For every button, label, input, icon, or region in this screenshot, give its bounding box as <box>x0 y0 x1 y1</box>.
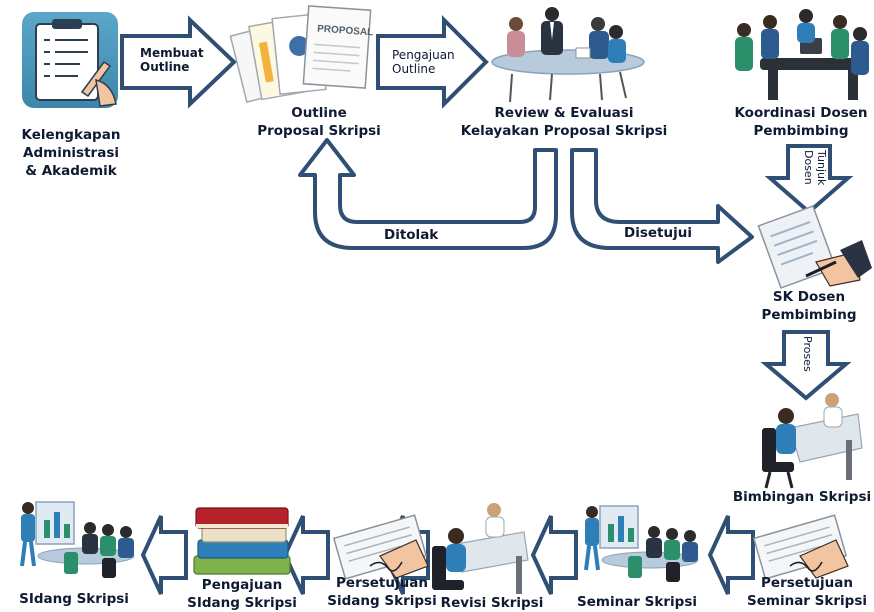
edge-label-membuat-line2: Outline <box>140 60 190 74</box>
signing-document-icon <box>757 205 872 289</box>
label-bimbingan: Bimbingan Skripsi <box>730 488 874 506</box>
edge-label-membuat: Membuat Outline <box>140 46 204 74</box>
label-bimbingan-line1: Bimbingan Skripsi <box>732 489 872 505</box>
presentation-icon-2 <box>20 501 135 578</box>
label-outline: Outline Proposal Skripsi <box>244 104 394 140</box>
signature-icon <box>752 514 849 580</box>
edge-label-pengajuan-line2: Outline <box>392 62 436 76</box>
label-sidang-line1: SIdang Skripsi <box>19 591 129 607</box>
stacked-books-icon <box>193 507 291 575</box>
edge-label-tunjuk: Tunjuk Dosen <box>802 150 828 185</box>
label-outline-line1: Outline <box>291 105 347 121</box>
proposal-paper-title: PROPOSAL <box>317 24 374 39</box>
label-review-line2: Kelayakan Proposal Skripsi <box>460 123 668 139</box>
edge-label-tunjuk-line1: Tunjuk <box>815 150 828 186</box>
label-koordinasi-line1: Koordinasi Dosen <box>734 105 868 121</box>
label-seminar: Seminar Skripsi <box>572 593 702 611</box>
arrow-disetujui <box>570 148 754 264</box>
label-sk: SK Dosen Pembimbing <box>750 288 868 324</box>
arrow-pengajuan-outline <box>376 15 489 109</box>
label-persetujuan-seminar: Persetujuan Seminar Skripsi <box>740 574 874 610</box>
presentation-icon <box>584 505 699 582</box>
revision-desk-icon <box>432 503 529 594</box>
label-persetujuan-sidang-line1: Persetujuan <box>336 575 428 591</box>
label-sidang: SIdang Skripsi <box>14 590 134 608</box>
board-meeting-icon <box>735 9 869 100</box>
clipboard-checklist-icon <box>22 12 118 108</box>
arrow-tunjuk-dosen <box>764 144 854 215</box>
label-pengajuan-sidang: Pengajuan SIdang Skripsi <box>182 576 302 612</box>
meeting-table-icon <box>491 7 645 103</box>
label-kelengkapan-line2: Administrasi <box>23 145 119 161</box>
edge-label-proses: Proses <box>801 336 814 372</box>
edge-label-membuat-line1: Membuat <box>140 46 204 60</box>
label-outline-line2: Proposal Skripsi <box>257 123 381 139</box>
proposal-documents-icon <box>229 5 372 103</box>
label-sk-line2: Pembimbing <box>761 307 857 323</box>
edge-label-pengajuan-line1: Pengajuan <box>392 48 455 62</box>
label-review: Review & Evaluasi Kelayakan Proposal Skr… <box>456 104 672 140</box>
arrow-membuat-outline <box>120 15 237 109</box>
label-persetujuan-sidang-line2: Sidang Skripsi <box>327 593 437 609</box>
label-review-line1: Review & Evaluasi <box>494 105 634 121</box>
arrow-bottom-1 <box>707 515 755 595</box>
label-seminar-line1: Seminar Skripsi <box>577 594 697 610</box>
edge-label-disetujui: Disetujui <box>624 225 692 241</box>
arrow-proses <box>760 330 852 401</box>
edge-label-pengajuan: Pengajuan Outline <box>392 48 455 76</box>
arrow-bottom-2 <box>530 515 578 595</box>
label-revisi: Revisi Skripsi <box>432 594 552 612</box>
consultation-icon <box>762 393 863 489</box>
label-pengajuan-sidang-line2: SIdang Skripsi <box>187 595 297 611</box>
label-pengajuan-sidang-line1: Pengajuan <box>201 577 283 593</box>
label-sk-line1: SK Dosen <box>772 289 846 305</box>
label-persetujuan-seminar-line2: Seminar Skripsi <box>747 593 867 609</box>
arrow-bottom-4 <box>282 515 330 595</box>
signature-icon-2 <box>332 514 429 580</box>
label-persetujuan-seminar-line1: Persetujuan <box>761 575 853 591</box>
label-kelengkapan: Kelengkapan Administrasi & Akademik <box>16 126 126 180</box>
arrow-bottom-5 <box>140 515 188 595</box>
label-koordinasi-line2: Pembimbing <box>753 123 849 139</box>
label-kelengkapan-line3: & Akademik <box>25 163 117 179</box>
label-koordinasi: Koordinasi Dosen Pembimbing <box>728 104 874 140</box>
edge-label-tunjuk-line2: Dosen <box>802 150 815 185</box>
label-persetujuan-sidang: Persetujuan Sidang Skripsi <box>322 574 442 610</box>
arrow-ditolak <box>298 138 558 250</box>
label-revisi-line1: Revisi Skripsi <box>440 595 544 611</box>
label-kelengkapan-line1: Kelengkapan <box>21 127 121 143</box>
edge-label-ditolak: Ditolak <box>384 227 439 243</box>
